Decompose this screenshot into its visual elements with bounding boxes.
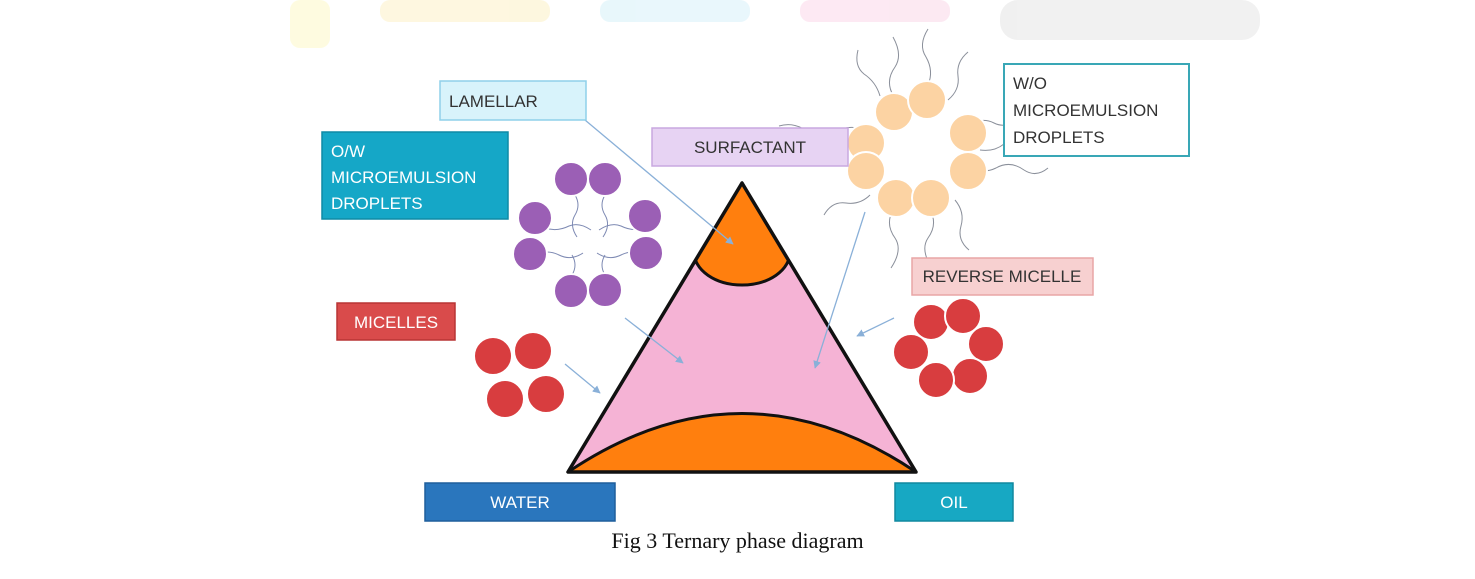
water-text: WATER — [490, 493, 550, 512]
wo-arrow — [813, 211, 866, 369]
reverse-micelle-arrow — [856, 317, 895, 337]
micelles-arrow — [564, 363, 601, 394]
micelles-cluster — [473, 331, 566, 419]
wo-microemulsion-label: W/O MICROEMULSION DROPLETS — [1003, 63, 1190, 157]
bottom-region — [568, 412, 916, 472]
watermark-logo — [290, 0, 1260, 48]
triangle-body — [568, 183, 916, 472]
lamellar-text: LAMELLAR — [449, 92, 538, 111]
figure-caption: Fig 3 Ternary phase diagram — [611, 528, 864, 553]
surfactant-text: SURFACTANT — [694, 138, 806, 157]
ow-text-line3: DROPLETS — [331, 194, 423, 213]
ow-text-line2: MICROEMULSION — [331, 168, 476, 187]
arrows — [564, 119, 895, 394]
reverse-micelle-label: REVERSE MICELLE — [911, 257, 1094, 296]
micelles-label: MICELLES — [336, 302, 456, 341]
ow-microemulsion-label: O/W MICROEMULSION DROPLETS — [321, 131, 509, 220]
oil-text: OIL — [940, 493, 967, 512]
reverse-micelle-cluster — [892, 297, 1005, 399]
ow-droplet-cluster — [512, 161, 664, 309]
oil-label: OIL — [894, 482, 1014, 522]
wo-text-line2: MICROEMULSION — [1013, 101, 1158, 120]
water-label: WATER — [424, 482, 616, 522]
wo-text-line1: W/O — [1013, 74, 1047, 93]
wo-droplet-cluster — [778, 28, 1049, 269]
wo-text-line3: DROPLETS — [1013, 128, 1105, 147]
ow-arrow — [624, 317, 684, 364]
micelles-text: MICELLES — [354, 313, 438, 332]
lamellar-label: LAMELLAR — [439, 80, 587, 121]
surfactant-label: SURFACTANT — [651, 127, 849, 167]
lamellar-arrow — [584, 119, 734, 245]
reverse-micelle-text: REVERSE MICELLE — [923, 267, 1082, 286]
ow-text-line1: O/W — [331, 142, 365, 161]
phase-triangle — [566, 181, 918, 474]
